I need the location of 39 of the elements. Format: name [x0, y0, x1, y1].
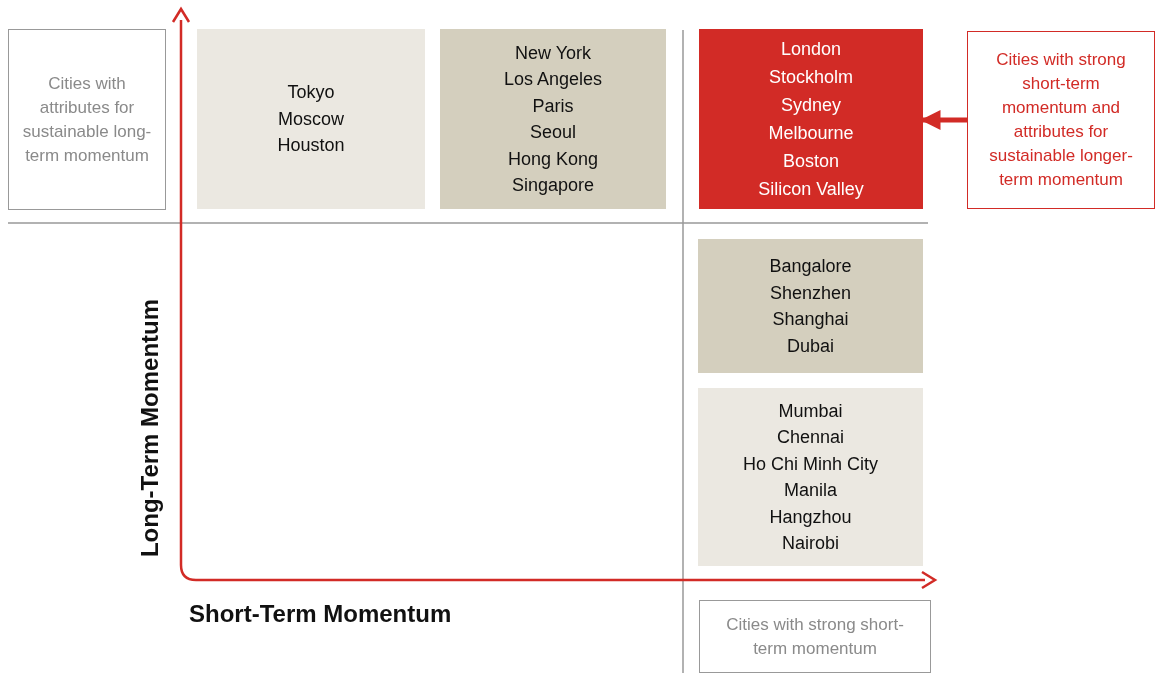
box-text: Cities with attributes for sustainable long-term momentum: [21, 72, 153, 167]
callout-box: [967, 31, 1155, 209]
city-name: Manila: [784, 479, 837, 502]
note-box: [699, 600, 931, 673]
city-name: Nairobi: [782, 532, 839, 555]
city-name: New York: [514, 41, 591, 65]
city-group-box: [698, 388, 923, 566]
city-name: Chennai: [776, 426, 845, 449]
city-name: Paris: [532, 94, 574, 118]
city-name: Ho Chi Minh City: [742, 452, 878, 476]
city-name: Shanghai: [772, 308, 849, 331]
city-name: Silicon Valley: [758, 178, 864, 201]
city-name: Tokyo: [287, 81, 335, 105]
city-name: Dubai: [787, 334, 834, 358]
city-name: Sydney: [780, 94, 841, 117]
box-text: Cities with strong short-term momentum: [725, 613, 905, 660]
city-name: Hangzhou: [769, 505, 852, 529]
city-name: Los Angeles: [503, 68, 603, 91]
city-name: London: [780, 38, 842, 61]
city-name: Hong Kong: [507, 147, 599, 171]
city-name: Boston: [782, 150, 839, 173]
city-name: Bangalore: [769, 255, 852, 278]
city-group-box: [197, 29, 425, 209]
axis-title: Long-Term Momentum: [136, 298, 164, 558]
arrow: [920, 110, 967, 130]
axis-title: Short-Term Momentum: [189, 600, 452, 628]
city-name: Singapore: [511, 174, 595, 197]
highlighted-city-box: [699, 29, 923, 209]
city-group-box: [698, 239, 923, 373]
city-name: Moscow: [278, 107, 344, 131]
city-name: Stockholm: [768, 66, 853, 89]
city-name: Melbourne: [768, 122, 854, 145]
city-name: Mumbai: [778, 399, 843, 423]
box-text: Cities with strong short-term momentum and attributes for sustainable longer-term momentum: [988, 49, 1134, 191]
city-name: Seoul: [529, 121, 576, 144]
city-group-box: [440, 29, 666, 209]
city-name: Houston: [277, 134, 345, 158]
city-name: Shenzhen: [769, 281, 852, 305]
note-box: [8, 29, 166, 210]
